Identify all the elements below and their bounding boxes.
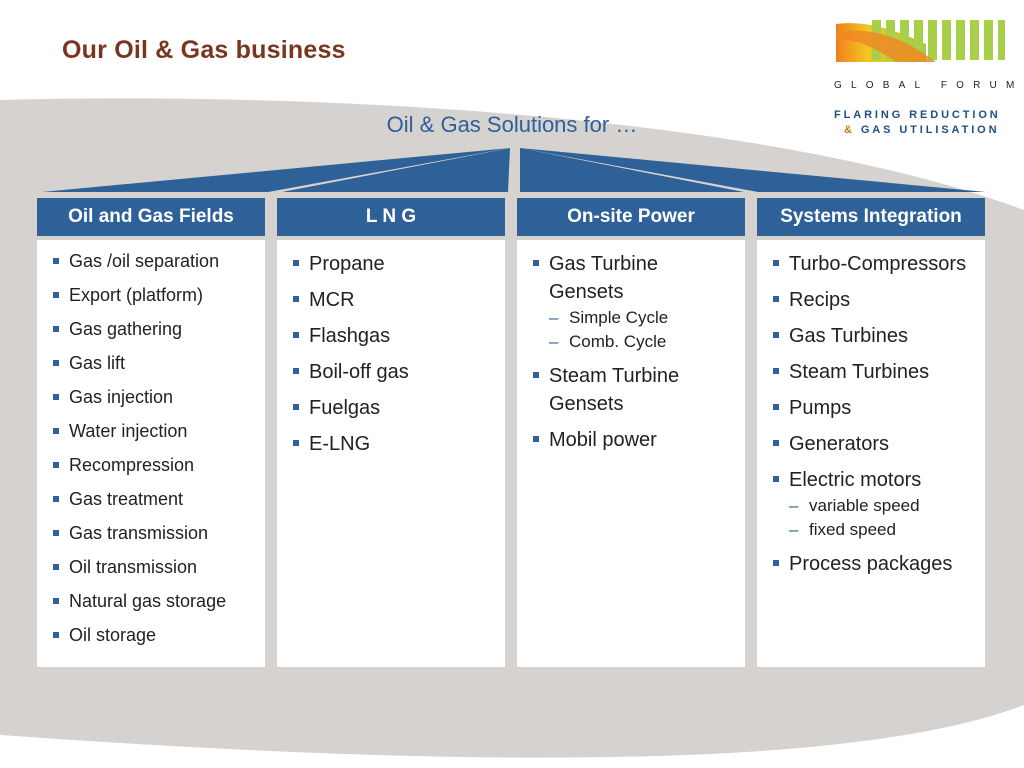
list-item: Gas injection (51, 386, 257, 408)
sub-list-item: Simple Cycle (549, 306, 737, 330)
column-body: Propane MCR Flashgas Boil-off gas Fuelga… (277, 240, 505, 667)
list-item: Gas /oil separation (51, 250, 257, 272)
sub-list-item: Comb. Cycle (549, 330, 737, 354)
list-item: Electric motors variable speed fixed spe… (771, 466, 977, 542)
column-systems-integration: Systems Integration Turbo-Compressors Re… (757, 198, 985, 667)
logo-text-gas-utilisation: & GAS UTILISATION (844, 124, 999, 136)
list-item: Steam Turbines (771, 358, 977, 386)
column-header: Systems Integration (757, 198, 985, 236)
list-item: Export (platform) (51, 284, 257, 306)
bullet-list: Gas Turbine Gensets Simple Cycle Comb. C… (531, 250, 737, 454)
list-item-label: Electric motors (789, 469, 922, 491)
list-item-label: Gas Turbine Gensets (549, 253, 658, 303)
sub-list: variable speed fixed speed (789, 494, 977, 542)
column-header: L N G (277, 198, 505, 236)
column-lng: L N G Propane MCR Flashgas Boil-off gas … (277, 198, 505, 667)
column-onsite-power: On-site Power Gas Turbine Gensets Simple… (517, 198, 745, 667)
bullet-list: Turbo-Compressors Recips Gas Turbines St… (771, 250, 977, 578)
list-item: Flashgas (291, 322, 497, 350)
sub-list-item: variable speed (789, 494, 977, 518)
list-item: Water injection (51, 420, 257, 442)
list-item: Gas lift (51, 352, 257, 374)
bullet-list: Propane MCR Flashgas Boil-off gas Fuelga… (291, 250, 497, 458)
column-body: Gas Turbine Gensets Simple Cycle Comb. C… (517, 240, 745, 667)
bullet-list: Gas /oil separation Export (platform) Ga… (51, 250, 257, 646)
list-item: Gas Turbine Gensets Simple Cycle Comb. C… (531, 250, 737, 354)
column-body: Gas /oil separation Export (platform) Ga… (37, 240, 265, 667)
list-item: E-LNG (291, 430, 497, 458)
sub-list-item: fixed speed (789, 518, 977, 542)
global-forum-logo: GLOBAL FORUM FLARING REDUCTION & GAS UTI… (830, 16, 1024, 136)
logo-ampersand: & (844, 124, 855, 136)
logo-text-gas-utilisation-label: GAS UTILISATION (860, 124, 1000, 136)
list-item: Gas gathering (51, 318, 257, 340)
logo-text-flaring: FLARING REDUCTION (834, 109, 1001, 121)
list-item: MCR (291, 286, 497, 314)
list-item: Gas treatment (51, 488, 257, 510)
sub-list: Simple Cycle Comb. Cycle (549, 306, 737, 354)
section-subtitle: Oil & Gas Solutions for … (386, 112, 638, 137)
logo-text-global-forum: GLOBAL FORUM (834, 80, 1024, 91)
list-item: Oil transmission (51, 556, 257, 578)
list-item: Pumps (771, 394, 977, 422)
list-item: Oil storage (51, 624, 257, 646)
slide-title: Our Oil & Gas business (62, 36, 346, 64)
list-item: Recompression (51, 454, 257, 476)
list-item: Mobil power (531, 426, 737, 454)
column-header: On-site Power (517, 198, 745, 236)
list-item: Fuelgas (291, 394, 497, 422)
list-item: Steam Turbine Gensets (531, 362, 737, 418)
list-item: Gas transmission (51, 522, 257, 544)
list-item: Natural gas storage (51, 590, 257, 612)
list-item: Boil-off gas (291, 358, 497, 386)
list-item: Generators (771, 430, 977, 458)
list-item: Process packages (771, 550, 977, 578)
list-item: Gas Turbines (771, 322, 977, 350)
list-item: Turbo-Compressors (771, 250, 977, 278)
logo-stripes-icon (836, 20, 1005, 62)
column-header: Oil and Gas Fields (37, 198, 265, 236)
column-oil-gas-fields: Oil and Gas Fields Gas /oil separation E… (37, 198, 265, 667)
list-item: Recips (771, 286, 977, 314)
column-body: Turbo-Compressors Recips Gas Turbines St… (757, 240, 985, 667)
list-item: Propane (291, 250, 497, 278)
